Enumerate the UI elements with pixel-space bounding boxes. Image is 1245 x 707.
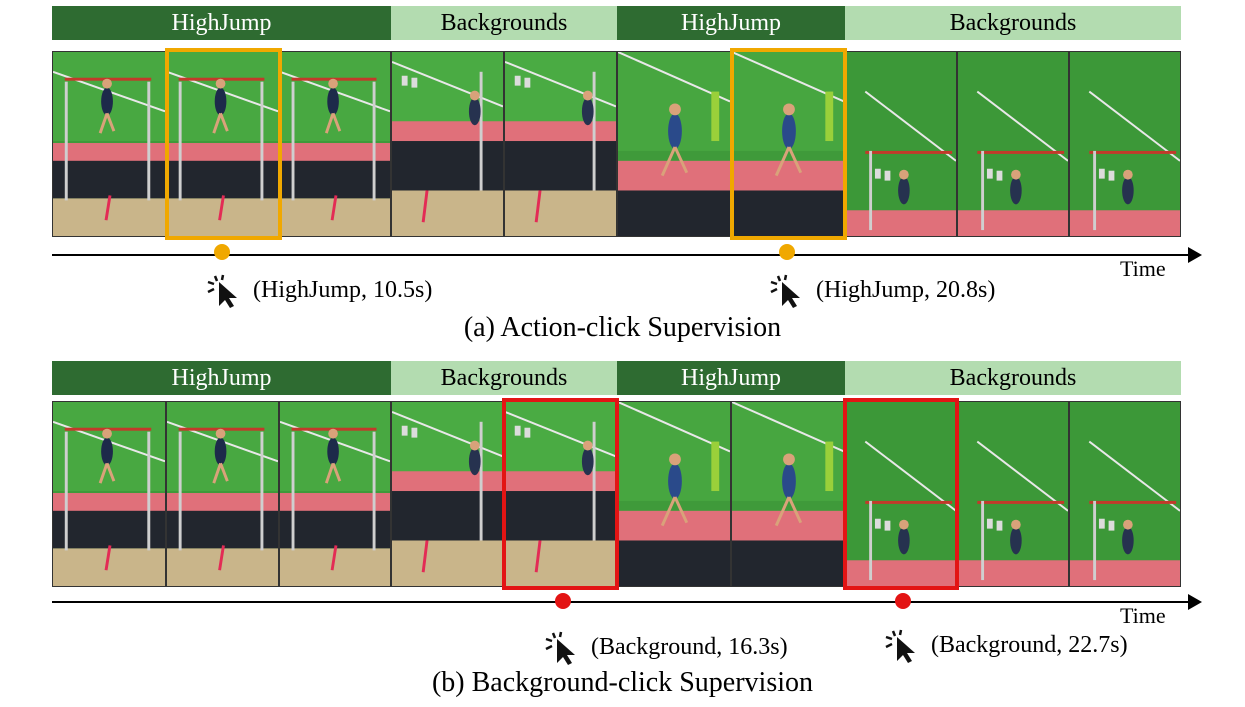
segment-backgrounds: Backgrounds bbox=[845, 6, 1181, 40]
action-click-marker bbox=[779, 244, 795, 260]
click-cursor-icon bbox=[768, 272, 808, 308]
background-click-marker bbox=[895, 593, 911, 609]
click-annotation-text: (Background, 16.3s) bbox=[591, 633, 788, 660]
video-frame bbox=[731, 401, 845, 587]
click-annotation: (HighJump, 20.8s) bbox=[768, 272, 995, 308]
action-click-highlight bbox=[730, 48, 847, 240]
segment-highjump: HighJump bbox=[52, 6, 391, 40]
click-annotation-text: (HighJump, 20.8s) bbox=[816, 276, 996, 303]
video-frame bbox=[504, 51, 617, 237]
background-click-highlight bbox=[502, 398, 619, 590]
click-annotation: (HighJump, 10.5s) bbox=[205, 272, 432, 308]
timeline-axis bbox=[52, 601, 1200, 603]
panel-caption: (b) Background-click Supervision bbox=[431, 667, 814, 698]
click-cursor-icon bbox=[543, 629, 583, 665]
video-frame bbox=[391, 51, 504, 237]
timeline-arrow-icon bbox=[1188, 594, 1202, 610]
background-click-marker bbox=[555, 593, 571, 609]
video-frame bbox=[957, 51, 1069, 237]
video-frame bbox=[845, 51, 957, 237]
click-annotation: (Background, 16.3s) bbox=[543, 629, 788, 665]
panel-background-click: HighJump Backgrounds HighJump Background… bbox=[0, 361, 1245, 707]
video-frame bbox=[617, 51, 731, 237]
video-frame bbox=[617, 401, 731, 587]
video-frame bbox=[279, 51, 391, 237]
video-frame bbox=[52, 401, 166, 587]
click-cursor-icon bbox=[205, 272, 245, 308]
video-frame bbox=[1069, 401, 1181, 587]
timeline-arrow-icon bbox=[1188, 247, 1202, 263]
time-label: Time bbox=[1120, 603, 1166, 628]
segment-backgrounds: Backgrounds bbox=[845, 361, 1181, 395]
click-annotation-text: (HighJump, 10.5s) bbox=[253, 276, 433, 303]
segment-backgrounds: Backgrounds bbox=[391, 361, 617, 395]
video-frame bbox=[1069, 51, 1181, 237]
video-frame bbox=[957, 401, 1069, 587]
background-click-highlight bbox=[843, 398, 959, 590]
video-frame bbox=[166, 401, 279, 587]
segment-highjump: HighJump bbox=[617, 6, 845, 40]
action-click-highlight bbox=[165, 48, 282, 240]
click-annotation: (Background, 22.7s) bbox=[883, 627, 1128, 663]
panel-caption: (a) Action-click Supervision bbox=[463, 312, 782, 343]
click-cursor-icon bbox=[883, 627, 923, 663]
video-frame bbox=[52, 51, 166, 237]
time-label: Time bbox=[1120, 256, 1166, 281]
video-frame bbox=[279, 401, 391, 587]
action-click-marker bbox=[214, 244, 230, 260]
segment-highjump: HighJump bbox=[617, 361, 845, 395]
click-annotation-text: (Background, 22.7s) bbox=[931, 631, 1128, 658]
segment-backgrounds: Backgrounds bbox=[391, 6, 617, 40]
segment-highjump: HighJump bbox=[52, 361, 391, 395]
panel-action-click: HighJump Backgrounds HighJump Background… bbox=[0, 6, 1245, 343]
timeline-axis bbox=[52, 254, 1200, 256]
video-frame bbox=[391, 401, 504, 587]
